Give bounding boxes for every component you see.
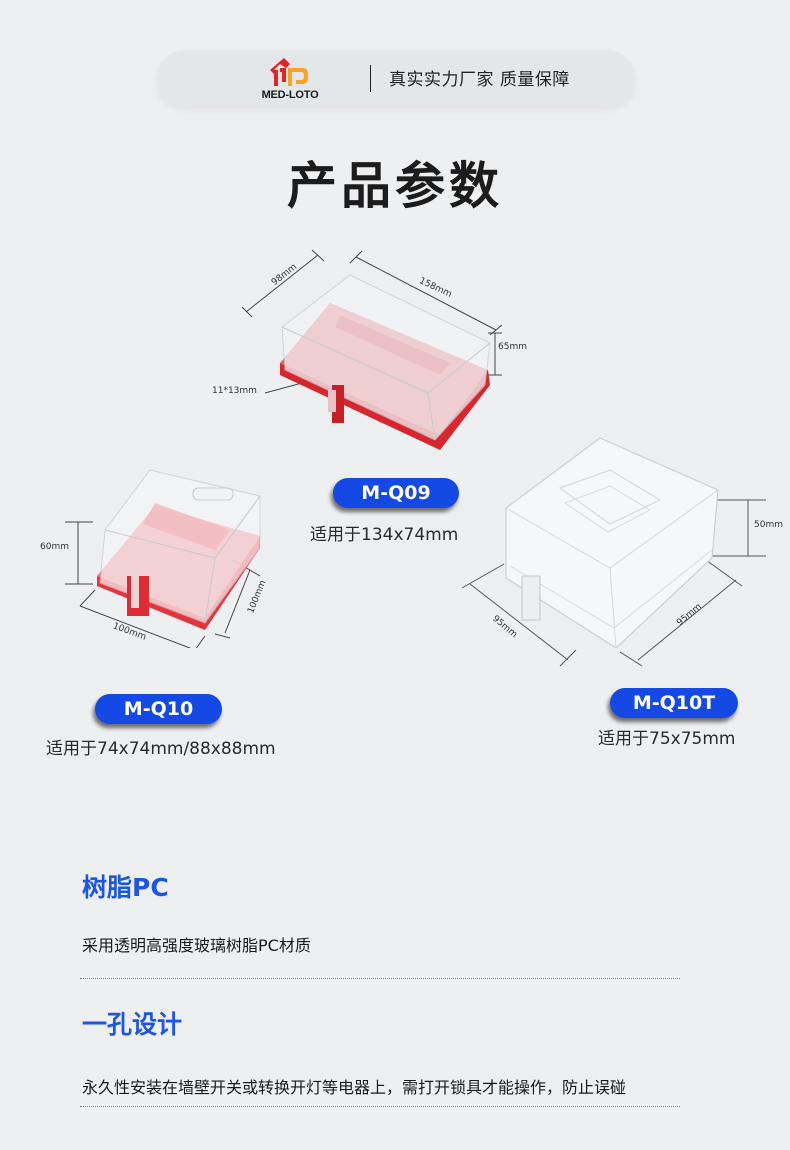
slogan: 真实实力厂家 质量保障 <box>389 70 570 90</box>
feature-desc-one-hole: 永久性安装在墙壁开关或转换开灯等电器上，需打开锁具才能操作，防止误碰 <box>82 1078 627 1097</box>
feature-divider-1 <box>80 978 680 979</box>
model-badge-m-q10t: M-Q10T <box>610 688 738 718</box>
feature-desc-pc: 采用透明高强度玻璃树脂PC材质 <box>82 936 311 955</box>
model-badge-m-q10: M-Q10 <box>95 694 222 724</box>
fit-size-m-q10: 适用于74x74mm/88x88mm <box>46 739 276 759</box>
fit-size-m-q09: 适用于134x74mm <box>310 525 459 545</box>
product-image-m-q10 <box>55 458 280 651</box>
feature-divider-2 <box>80 1106 680 1107</box>
dim-hole-m-q09: 11*13mm <box>212 386 257 396</box>
header-divider <box>370 65 371 92</box>
dim-height-m-q10t: 50mm <box>754 520 783 530</box>
product-image-m-q09 <box>240 245 540 460</box>
dim-height-m-q10: 60mm <box>40 542 69 552</box>
header-banner: MED-LOTO 真实实力厂家 质量保障 <box>157 50 635 106</box>
fit-size-m-q10t: 适用于75x75mm <box>598 729 736 749</box>
brand-logo: MED-LOTO <box>250 56 330 104</box>
feature-title-one-hole: 一孔设计 <box>82 1010 183 1039</box>
product-image-m-q10t <box>450 428 790 673</box>
brand-name: MED-LOTO <box>261 89 319 101</box>
model-badge-m-q09: M-Q09 <box>333 478 459 508</box>
logo-icon <box>270 58 308 86</box>
feature-title-pc: 树脂PC <box>82 873 169 902</box>
dim-height-m-q09: 65mm <box>498 342 527 352</box>
page-title: 产品参数 <box>287 157 503 215</box>
